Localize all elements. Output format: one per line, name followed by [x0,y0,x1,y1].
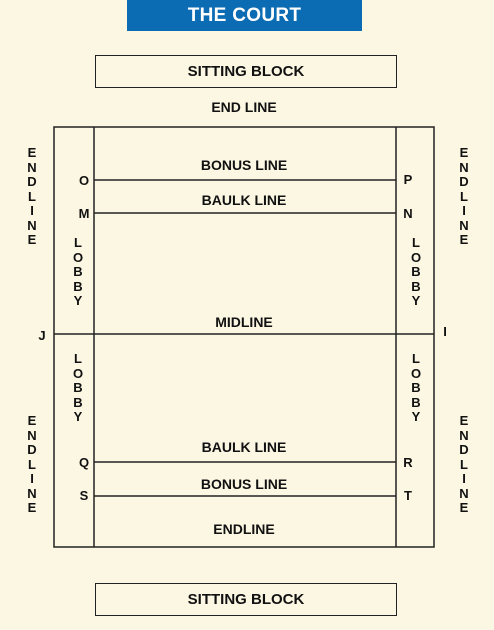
point-o: O [78,173,90,188]
point-p: P [403,172,413,187]
point-q: Q [78,455,90,470]
bonus-line-top-label: BONUS LINE [200,157,288,173]
point-m: M [78,206,90,221]
point-i: I [443,324,447,339]
point-t: T [404,488,412,503]
endline-bottom-label: ENDLINE [213,521,275,537]
court-outline [53,126,435,548]
point-j: J [38,328,46,343]
point-n: N [403,206,413,221]
sitting-block-bottom: SITTING BLOCK [95,583,397,616]
court-title: THE COURT [127,0,362,31]
baulk-line-top-label: BAULK LINE [201,192,287,208]
point-s: S [79,488,89,503]
midline-label: MIDLINE [215,314,273,330]
bonus-line-bottom-label: BONUS LINE [200,476,288,492]
point-r: R [403,455,413,470]
sitting-block-top: SITTING BLOCK [95,55,397,88]
baulk-line-bottom-label: BAULK LINE [201,439,287,455]
end-line-top-label: END LINE [211,99,277,115]
